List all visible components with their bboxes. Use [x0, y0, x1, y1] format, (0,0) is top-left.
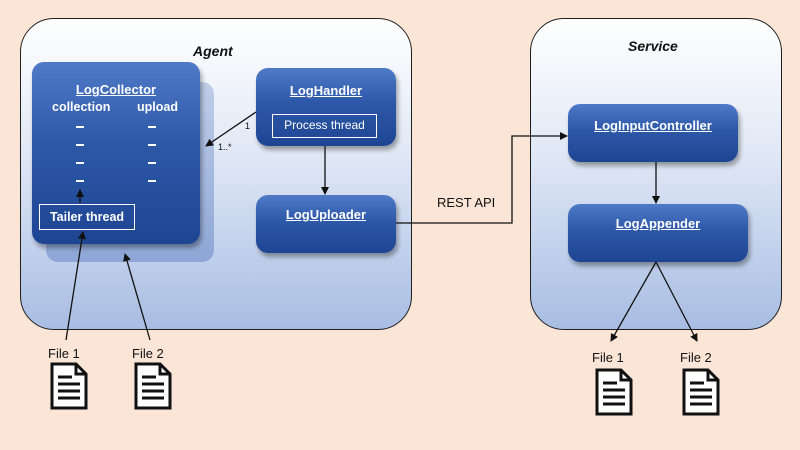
multiplicity-one: 1: [245, 121, 251, 131]
upload-slot: [148, 180, 156, 182]
upload-column-label: upload: [137, 100, 178, 114]
log-input-controller-title: LogInputController: [594, 118, 712, 133]
log-handler-title: LogHandler: [289, 83, 363, 98]
service-title: Service: [628, 38, 678, 54]
appender-to-file2-arrow: [655, 261, 698, 342]
service-file-1-label: File 1: [592, 350, 624, 365]
log-appender-title: LogAppender: [615, 216, 701, 231]
document-icon: [50, 362, 88, 410]
rest-api-label: REST API: [437, 195, 496, 210]
document-icon: [595, 368, 633, 416]
log-uploader-title: LogUploader: [285, 207, 367, 222]
file2-to-collector-arrow: [123, 253, 151, 341]
log-handler-box: LogHandler Process thread: [256, 68, 396, 146]
tailer-thread-box: Tailer thread: [39, 204, 135, 230]
agent-file-2-label: File 2: [132, 346, 164, 361]
collection-column-label: collection: [52, 100, 111, 114]
service-container: [530, 18, 782, 330]
multiplicity-many: 1..*: [218, 142, 232, 152]
log-collector-box: LogCollector collection upload Tailer th…: [32, 62, 200, 244]
agent-title: Agent: [193, 43, 233, 59]
rest-api-arrow: [396, 132, 568, 224]
log-collector-title: LogCollector: [75, 82, 157, 97]
collection-slot: [76, 144, 84, 146]
collection-slot: [76, 180, 84, 182]
document-icon: [134, 362, 172, 410]
handler-to-collector-arrow: [205, 111, 257, 147]
collection-slot: [76, 162, 84, 164]
log-input-controller-box: LogInputController: [568, 104, 738, 162]
agent-file-1-label: File 1: [48, 346, 80, 361]
document-icon: [682, 368, 720, 416]
log-uploader-box: LogUploader: [256, 195, 396, 253]
file1-to-tailer-arrow: [65, 231, 86, 341]
appender-to-file1-arrow: [610, 261, 657, 342]
process-thread-box: Process thread: [272, 114, 377, 138]
upload-slot: [148, 126, 156, 128]
service-file-2-label: File 2: [680, 350, 712, 365]
collection-slot: [76, 126, 84, 128]
upload-slot: [148, 144, 156, 146]
log-appender-box: LogAppender: [568, 204, 748, 262]
upload-slot: [148, 162, 156, 164]
